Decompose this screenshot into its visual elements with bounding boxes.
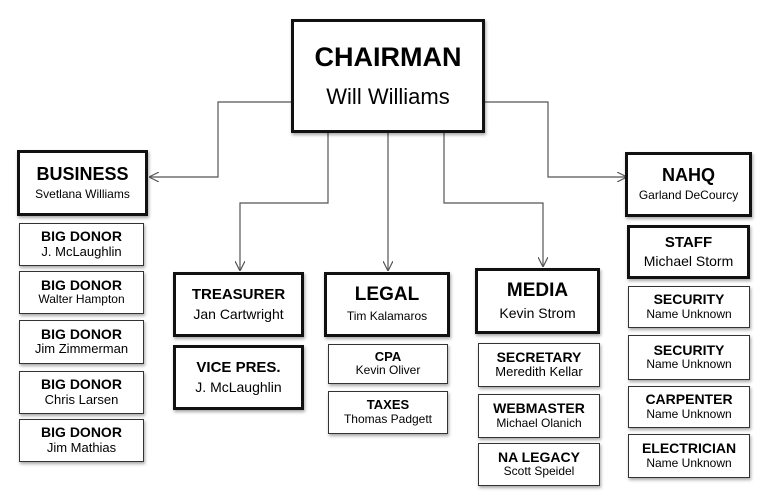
item-name: Name Unknown: [646, 406, 732, 421]
item-title: BIG DONOR: [41, 276, 122, 293]
nahq-title: NAHQ: [662, 165, 715, 186]
item-title: BIG DONOR: [41, 376, 122, 393]
item-title: STAFF: [664, 233, 713, 251]
connector-media: [443, 133, 543, 266]
chairman-box: CHAIRMAN Will Williams: [291, 19, 485, 133]
treasurer-name: Jan Cartwright: [193, 306, 284, 323]
chairman-title: CHAIRMAN: [314, 41, 462, 72]
media-title: MEDIA: [506, 280, 569, 301]
media-item-1: SECRETARY Meredith Kellar: [478, 343, 600, 387]
business-item-5: BIG DONOR Jim Mathias: [19, 419, 144, 462]
item-title: BIG DONOR: [41, 228, 122, 245]
business-item-1: BIG DONOR J. McLaughlin: [19, 223, 144, 266]
item-title: CARPENTER: [645, 391, 733, 408]
chairman-name: Will Williams: [326, 84, 450, 110]
item-title: ELECTRICIAN: [641, 440, 737, 457]
nahq-box: NAHQ Garland DeCourcy: [625, 152, 752, 217]
nahq-item-3: SECURITY Name Unknown: [628, 335, 750, 380]
item-title: BIG DONOR: [41, 325, 122, 342]
vice-president-box: VICE PRES. J. McLaughlin: [173, 345, 304, 410]
treasurer-box: TREASURER Jan Cartwright: [173, 272, 304, 337]
business-box: BUSINESS Svetlana Williams: [17, 150, 148, 216]
media-item-2: WEBMASTER Michael Olanich: [478, 394, 600, 438]
item-name: Walter Hampton: [38, 292, 125, 307]
item-title: SECURITY: [653, 341, 725, 358]
nahq-name: Garland DeCourcy: [638, 188, 739, 202]
item-title: TAXES: [366, 397, 410, 413]
connector-business: [150, 101, 291, 177]
item-title: SECRETARY: [496, 348, 582, 365]
business-item-4: BIG DONOR Chris Larsen: [19, 371, 144, 414]
item-name: Kevin Oliver: [355, 363, 421, 378]
media-item-3: NA LEGACY Scott Speidel: [478, 443, 600, 486]
item-name: Scott Speidel: [503, 464, 575, 479]
item-name: Name Unknown: [646, 455, 732, 470]
item-name: J. McLaughlin: [195, 379, 282, 396]
treasurer-title: TREASURER: [191, 285, 286, 303]
business-name: Svetlana Williams: [35, 186, 130, 201]
item-name: Thomas Padgett: [343, 411, 433, 426]
item-title: BIG DONOR: [41, 424, 122, 441]
business-item-3: BIG DONOR Jim Zimmerman: [19, 320, 144, 364]
nahq-item-4: CARPENTER Name Unknown: [628, 386, 750, 428]
item-name: Meredith Kellar: [495, 364, 583, 380]
media-name: Kevin Strom: [499, 304, 576, 321]
nahq-item-2: SECURITY Name Unknown: [628, 286, 750, 328]
item-name: Chris Larsen: [44, 391, 119, 407]
item-name: Name Unknown: [646, 306, 732, 321]
media-box: MEDIA Kevin Strom: [475, 268, 600, 334]
legal-item-1: CPA Kevin Oliver: [328, 344, 448, 384]
legal-item-2: TAXES Thomas Padgett: [328, 391, 448, 434]
business-title: BUSINESS: [36, 163, 129, 184]
item-name: Name Unknown: [646, 357, 732, 372]
item-title: NA LEGACY: [498, 448, 580, 465]
nahq-item-1: STAFF Michael Storm: [627, 225, 750, 279]
legal-box: LEGAL Tim Kalamaros: [324, 272, 450, 337]
item-title: VICE PRES.: [196, 358, 281, 376]
legal-name: Tim Kalamaros: [346, 309, 428, 324]
connector-treasurer: [240, 133, 329, 270]
nahq-item-5: ELECTRICIAN Name Unknown: [628, 434, 750, 478]
item-name: J. McLaughlin: [41, 243, 122, 259]
item-title: CPA: [374, 348, 402, 364]
item-title: SECURITY: [653, 291, 725, 308]
item-name: Michael Olanich: [496, 415, 582, 430]
connector-nahq: [484, 101, 626, 177]
item-name: Jim Mathias: [46, 439, 117, 455]
item-name: Michael Storm: [643, 253, 734, 270]
item-title: WEBMASTER: [493, 400, 585, 417]
business-item-2: BIG DONOR Walter Hampton: [19, 271, 144, 314]
legal-title: LEGAL: [354, 284, 420, 306]
item-name: Jim Zimmerman: [34, 341, 129, 357]
